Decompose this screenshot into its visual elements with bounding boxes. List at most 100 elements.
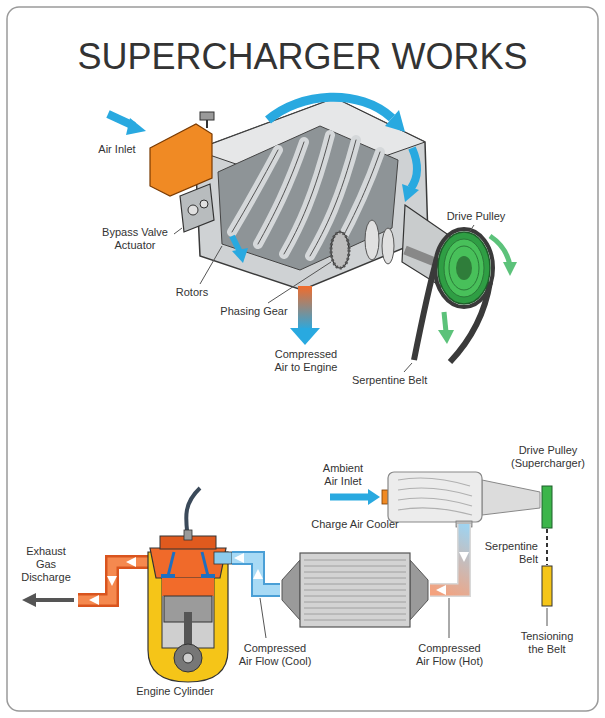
tensioner-pulley bbox=[542, 566, 552, 606]
leader-line bbox=[260, 598, 266, 638]
frame-border bbox=[7, 7, 598, 711]
drive-pulley-symbol bbox=[542, 486, 552, 528]
supercharger-housing bbox=[218, 126, 398, 270]
engine-illustration bbox=[162, 578, 214, 596]
part-label: Air Inlet bbox=[92, 143, 142, 156]
diagram-title: SUPERCHARGER WORKS bbox=[0, 36, 605, 78]
air-inlet-cap bbox=[150, 124, 212, 196]
engine-illustration bbox=[202, 552, 208, 576]
compressor-box bbox=[382, 490, 388, 504]
air-flow-arrow bbox=[126, 118, 146, 135]
exhaust-pipe bbox=[78, 562, 152, 600]
node-text: Charge Air Cooler bbox=[309, 518, 400, 531]
compressor-box bbox=[398, 508, 472, 515]
supercharger-snout bbox=[365, 220, 379, 260]
air-pipe-outline bbox=[232, 558, 280, 590]
part-label: Serpentine Belt bbox=[478, 540, 538, 566]
phasing-gear bbox=[331, 232, 349, 268]
charge-air-cooler bbox=[282, 553, 428, 627]
flow-arrow bbox=[253, 569, 263, 579]
tensioner-pulley bbox=[542, 566, 552, 606]
rotation-arrow bbox=[438, 330, 454, 344]
compressor-box bbox=[382, 472, 540, 527]
rotor-lobes bbox=[232, 135, 380, 256]
drive-pulley bbox=[444, 239, 484, 297]
supercharger-housing bbox=[195, 98, 428, 290]
engine-illustration bbox=[183, 653, 193, 663]
leader-line bbox=[268, 262, 331, 303]
hot-air-pipe bbox=[430, 524, 464, 590]
engine-illustration bbox=[161, 574, 175, 578]
ambient-air-arrow bbox=[330, 489, 380, 505]
charge-air-cooler bbox=[304, 560, 406, 620]
part-label: Drive Pulley bbox=[440, 210, 512, 223]
engine-illustration bbox=[168, 552, 174, 576]
air-flow-arrow bbox=[232, 248, 248, 263]
bypass-actuator bbox=[180, 184, 214, 232]
compressor-box bbox=[398, 498, 472, 506]
serpentine-belt-symbol bbox=[546, 529, 548, 565]
part-label: Compressed Air to Engine bbox=[270, 348, 342, 374]
air-flow-arrow bbox=[402, 184, 419, 202]
air-inlet-cap bbox=[206, 120, 208, 128]
part-label: Compressed Air Flow (Hot) bbox=[412, 642, 487, 668]
exhaust-pipe bbox=[78, 557, 152, 605]
charge-air-cooler bbox=[300, 553, 410, 627]
exhaust-arrow bbox=[22, 593, 74, 607]
air-inlet-cap bbox=[150, 112, 214, 196]
serpentine-belt bbox=[435, 229, 493, 307]
compressed-air-arrow bbox=[298, 286, 312, 330]
ambient-air-arrow bbox=[330, 494, 370, 501]
drive-pulley bbox=[438, 232, 490, 304]
hot-air-pipe bbox=[459, 552, 469, 562]
drive-pulley bbox=[438, 232, 490, 304]
leader-line bbox=[404, 363, 412, 372]
ambient-air-arrow bbox=[368, 489, 380, 505]
air-flow-arrow bbox=[232, 236, 240, 252]
leader-line bbox=[470, 225, 474, 231]
exhaust-pipe bbox=[78, 562, 152, 600]
air-flow-arrow bbox=[268, 97, 392, 120]
rotation-arrow bbox=[503, 262, 517, 276]
leader-line bbox=[547, 608, 548, 626]
air-pipe-fill bbox=[232, 558, 280, 590]
exhaust-pipe bbox=[107, 576, 117, 586]
hot-air-pipe bbox=[436, 585, 446, 595]
engine-illustration bbox=[148, 488, 232, 682]
rotor-lobes bbox=[284, 135, 330, 254]
compressor-box bbox=[482, 480, 540, 515]
part-label: Ambient Air Inlet bbox=[318, 462, 368, 488]
drive-pulley bbox=[456, 256, 472, 280]
engine-illustration bbox=[214, 552, 232, 564]
exhaust-pipe bbox=[126, 557, 136, 567]
phasing-gear bbox=[331, 232, 349, 268]
part-label: Exhaust Gas Discharge bbox=[18, 545, 74, 584]
compressor-box bbox=[398, 488, 472, 496]
leader-line bbox=[174, 225, 547, 638]
bypass-actuator bbox=[188, 205, 198, 215]
hot-air-pipe bbox=[430, 524, 464, 590]
leader-line bbox=[174, 228, 182, 234]
compressor-box bbox=[398, 478, 470, 486]
drive-pulley bbox=[449, 246, 479, 290]
charge-air-cooler bbox=[282, 560, 300, 620]
bypass-actuator bbox=[180, 184, 214, 232]
charge-air-cooler bbox=[410, 560, 428, 620]
part-label: Drive Pulley (Supercharger) bbox=[506, 444, 590, 470]
engine-illustration bbox=[201, 574, 215, 578]
bypass-actuator bbox=[200, 200, 208, 208]
engine-illustration bbox=[184, 530, 192, 540]
serpentine-belt-symbol bbox=[547, 529, 548, 565]
node-text: Engine Cylinder bbox=[134, 685, 216, 698]
exhaust-pipe bbox=[89, 595, 99, 605]
part-label: Tensioning the Belt bbox=[514, 630, 580, 656]
exhaust-arrow bbox=[22, 593, 36, 607]
compressed-air-arrow bbox=[290, 286, 320, 345]
cooler-node: Charge Air Cooler bbox=[280, 518, 430, 630]
rotation-arrow bbox=[444, 312, 446, 332]
leader-line bbox=[200, 246, 222, 284]
supercharger-housing bbox=[195, 98, 428, 290]
hot-air-pipe bbox=[430, 524, 469, 595]
drive-pulley-symbol bbox=[542, 486, 552, 528]
engine-illustration bbox=[174, 644, 202, 672]
